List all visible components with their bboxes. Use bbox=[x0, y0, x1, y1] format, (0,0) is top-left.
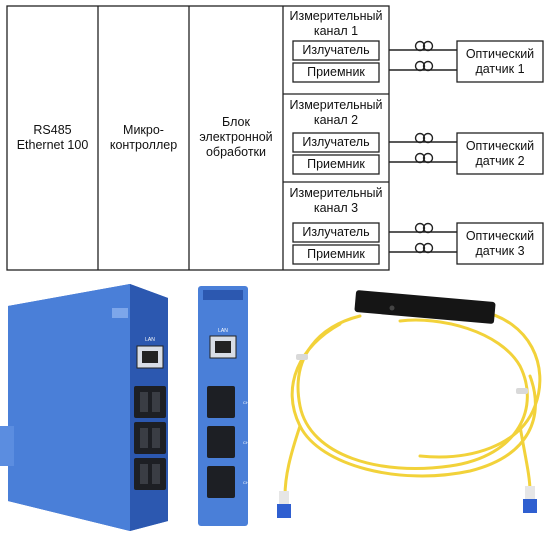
channel-1-emitter: Излучатель bbox=[293, 43, 379, 58]
channel-3-emitter: Излучатель bbox=[293, 225, 379, 240]
device-2-port-label: LAN bbox=[218, 328, 228, 334]
channel-2-emitter: Излучатель bbox=[293, 135, 379, 150]
mcu-block-label: Микро- контроллер bbox=[98, 123, 189, 153]
channel-2-receiver: Приемник bbox=[293, 157, 379, 172]
sensor-1-label: Оптический датчик 1 bbox=[457, 47, 543, 77]
device-2-ch2-label: CH2 bbox=[243, 440, 252, 445]
sensor-2-label: Оптический датчик 2 bbox=[457, 139, 543, 169]
channel-1-title: Измерительный канал 1 bbox=[283, 9, 389, 39]
device-2-ch1-label: CH1 bbox=[243, 400, 252, 405]
fiber-clips bbox=[296, 354, 528, 394]
channel-1-receiver: Приемник bbox=[293, 65, 379, 80]
fiber-link-2 bbox=[389, 134, 457, 163]
processing-block-label: Блок электронной обработки bbox=[189, 115, 283, 160]
device-front-view: LAN CH1 CH2 CH3 bbox=[198, 286, 252, 526]
fiber-link-1 bbox=[389, 42, 457, 71]
device-1-port-label: LAN bbox=[145, 337, 155, 343]
connector-left bbox=[277, 491, 291, 518]
fiber-sensor bbox=[285, 311, 540, 496]
channel-2-title: Измерительный канал 2 bbox=[283, 98, 389, 128]
fiber-link-3 bbox=[389, 224, 457, 253]
channel-3-receiver: Приемник bbox=[293, 247, 379, 262]
interface-block-label: RS485 Ethernet 100 bbox=[7, 123, 98, 153]
device-2-ch3-label: CH3 bbox=[243, 480, 252, 485]
device-angled-view: LAN bbox=[0, 284, 168, 531]
sensor-3-label: Оптический датчик 3 bbox=[457, 229, 543, 259]
product-photo: LAN LAN CH1 CH2 CH3 bbox=[0, 276, 550, 533]
connector-right bbox=[523, 486, 537, 513]
channel-3-title: Измерительный канал 3 bbox=[283, 186, 389, 216]
